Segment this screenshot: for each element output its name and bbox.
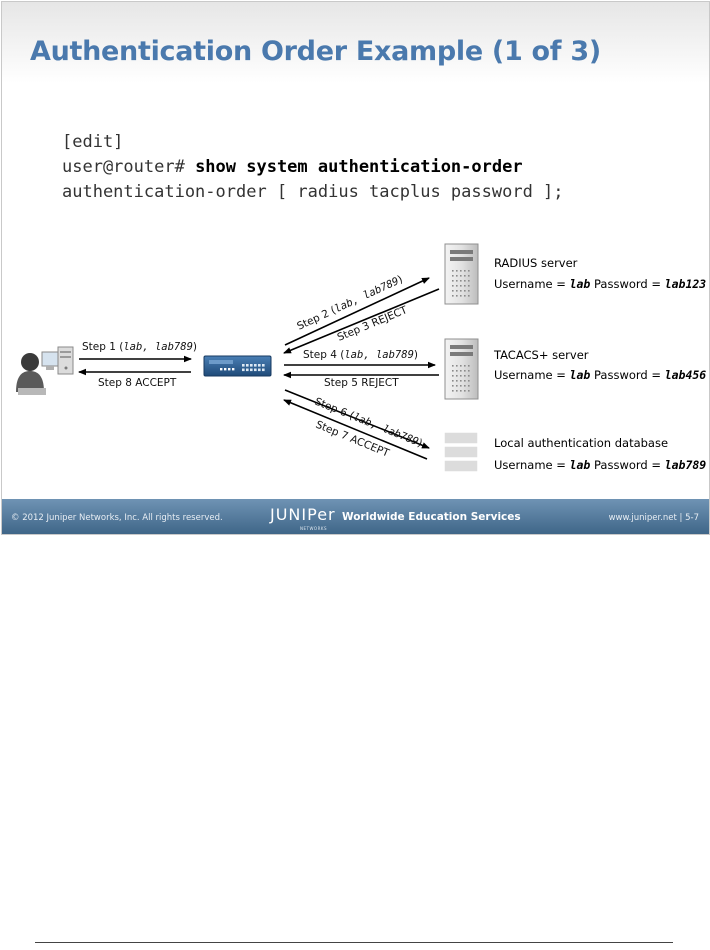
cli-command: show system authentication-order bbox=[195, 157, 523, 177]
code-line-command: user@router# show system authentication-… bbox=[62, 155, 564, 180]
code-block: [edit] user@router# show system authenti… bbox=[62, 130, 564, 205]
flow-arrows bbox=[78, 277, 440, 460]
user-workstation-icon bbox=[16, 346, 74, 395]
radius-server-name: RADIUS server bbox=[494, 256, 578, 270]
step1-label: Step 1 (lab, lab789) bbox=[82, 341, 197, 353]
footer-url-page: www.juniper.net | 5-7 bbox=[608, 513, 699, 523]
authentication-diagram: Step 1 (lab, lab789) Step 8 ACCEPT Step … bbox=[16, 243, 706, 473]
local-database-name: Local authentication database bbox=[494, 436, 668, 450]
code-line-output: authentication-order [ radius tacplus pa… bbox=[62, 182, 564, 202]
page-bottom-rule bbox=[35, 942, 673, 943]
step5-label: Step 5 REJECT bbox=[324, 377, 399, 389]
arrow-step6 bbox=[284, 389, 430, 449]
arrow-step2 bbox=[284, 277, 430, 346]
slide-title: Authentication Order Example (1 of 3) bbox=[30, 36, 601, 67]
radius-server-icon bbox=[444, 243, 479, 305]
juniper-logo-subtext: NETWORKS bbox=[300, 526, 328, 531]
tacacs-server-icon bbox=[444, 338, 479, 400]
slide-footer: © 2012 Juniper Networks, Inc. All rights… bbox=[2, 499, 709, 534]
code-line-edit: [edit] bbox=[62, 132, 124, 152]
cli-prompt: user@router# bbox=[62, 157, 196, 177]
juniper-logo: JUNIPer bbox=[270, 505, 336, 524]
slide: Authentication Order Example (1 of 3) [e… bbox=[1, 1, 710, 535]
local-credentials: Username = lab Password = lab789 bbox=[494, 458, 706, 472]
tacacs-credentials: Username = lab Password = lab456 bbox=[494, 368, 706, 382]
local-database-icon bbox=[443, 431, 479, 473]
router-icon bbox=[203, 355, 272, 377]
title-bar: Authentication Order Example (1 of 3) bbox=[2, 2, 709, 90]
step4-label: Step 4 (lab, lab789) bbox=[303, 349, 418, 361]
arrow-step3 bbox=[283, 288, 440, 354]
copyright-text: © 2012 Juniper Networks, Inc. All rights… bbox=[11, 513, 223, 523]
arrow-step7 bbox=[283, 399, 428, 460]
footer-tagline: Worldwide Education Services bbox=[342, 511, 521, 523]
step8-label: Step 8 ACCEPT bbox=[98, 377, 177, 389]
radius-credentials: Username = lab Password = lab123 bbox=[494, 277, 706, 291]
tacacs-server-name: TACACS+ server bbox=[493, 348, 589, 362]
